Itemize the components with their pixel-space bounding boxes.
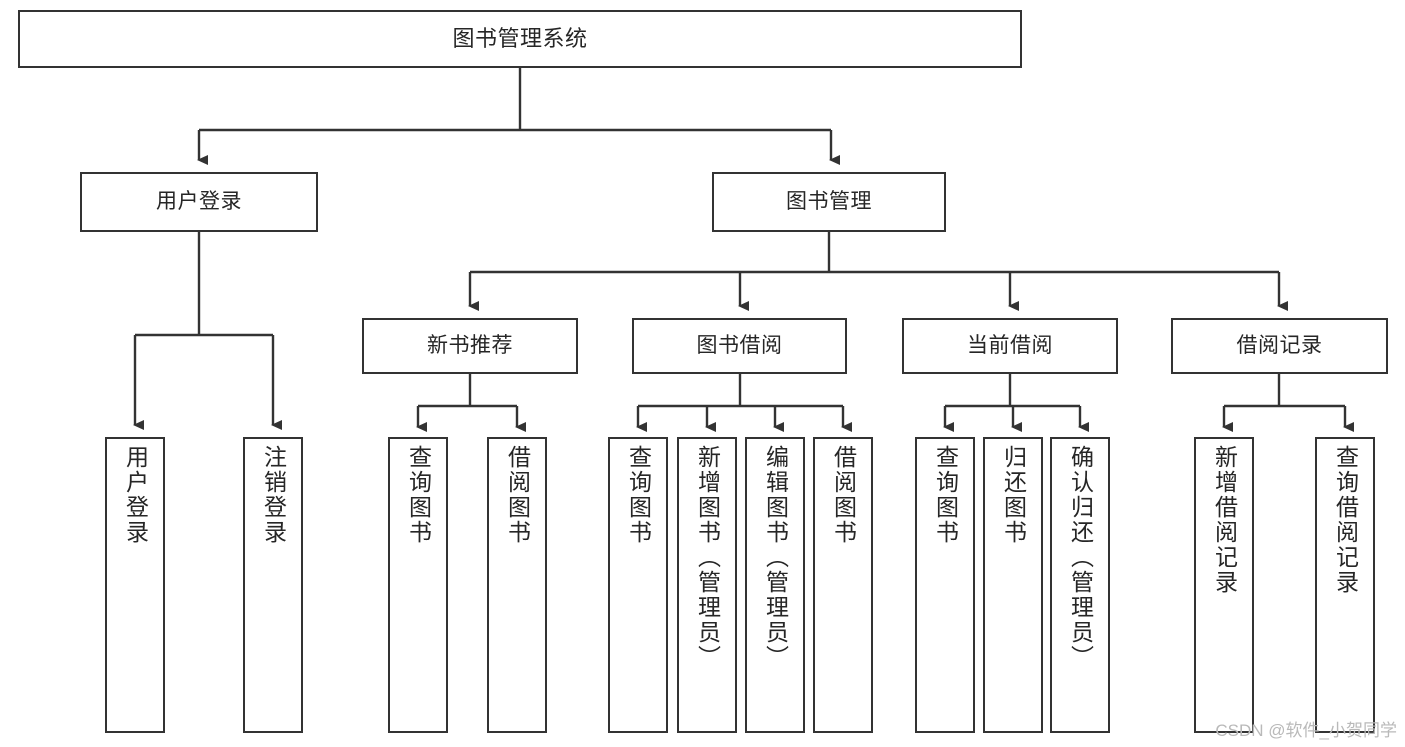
node-label: 借阅图书	[504, 445, 531, 545]
node-label: 新增借阅记录	[1211, 445, 1238, 595]
node-user-login[interactable]: 用户登录	[80, 172, 318, 232]
node-label: 新书推荐	[427, 334, 513, 358]
leaf-query-book-newbook[interactable]: 查询图书	[388, 437, 448, 733]
node-label: 确认归还（管理员）	[1067, 445, 1094, 670]
node-label: 注销登录	[260, 445, 287, 545]
node-label: 新增图书（管理员）	[694, 445, 721, 670]
node-new-book-recommend[interactable]: 新书推荐	[362, 318, 578, 374]
leaf-return-book[interactable]: 归还图书	[983, 437, 1043, 733]
node-label: 借阅记录	[1236, 334, 1323, 358]
node-label: 查询图书	[405, 445, 432, 545]
node-label: 查询图书	[932, 445, 959, 545]
node-label: 当前借阅	[967, 334, 1053, 358]
node-current-borrow[interactable]: 当前借阅	[902, 318, 1118, 374]
node-label: 借阅图书	[830, 445, 857, 545]
leaf-query-book-borrow[interactable]: 查询图书	[608, 437, 668, 733]
node-label: 查询借阅记录	[1332, 445, 1359, 595]
leaf-edit-book-admin[interactable]: 编辑图书（管理员）	[745, 437, 805, 733]
node-label: 图书管理系统	[452, 25, 588, 51]
node-label: 用户登录	[156, 190, 242, 214]
leaf-borrow-book[interactable]: 借阅图书	[813, 437, 873, 733]
node-label: 用户登录	[122, 445, 149, 545]
leaf-add-borrow-record[interactable]: 新增借阅记录	[1194, 437, 1254, 733]
leaf-user-login[interactable]: 用户登录	[105, 437, 165, 733]
node-borrow-record[interactable]: 借阅记录	[1171, 318, 1388, 374]
node-root-book-management-system[interactable]: 图书管理系统	[18, 10, 1022, 68]
leaf-add-book-admin[interactable]: 新增图书（管理员）	[677, 437, 737, 733]
node-book-management[interactable]: 图书管理	[712, 172, 946, 232]
csdn-watermark: CSDN @软件_小贺同学	[1215, 721, 1397, 740]
node-label: 归还图书	[1000, 445, 1027, 545]
node-book-borrow[interactable]: 图书借阅	[632, 318, 847, 374]
leaf-query-borrow-record[interactable]: 查询借阅记录	[1315, 437, 1375, 733]
leaf-confirm-return-admin[interactable]: 确认归还（管理员）	[1050, 437, 1110, 733]
leaf-borrow-book-newbook[interactable]: 借阅图书	[487, 437, 547, 733]
leaf-logout[interactable]: 注销登录	[243, 437, 303, 733]
node-label: 图书借阅	[696, 334, 783, 358]
node-label: 查询图书	[625, 445, 652, 545]
node-label: 编辑图书（管理员）	[762, 445, 789, 670]
node-label: 图书管理	[786, 190, 872, 214]
leaf-query-book-current[interactable]: 查询图书	[915, 437, 975, 733]
